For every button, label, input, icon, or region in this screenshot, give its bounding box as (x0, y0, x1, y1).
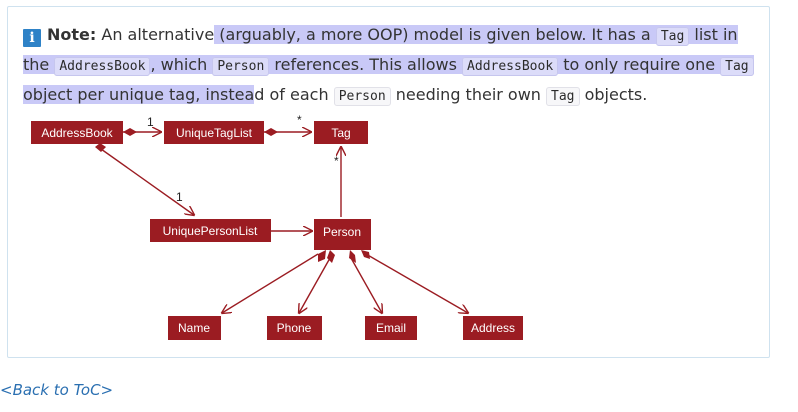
multiplicity-uniquetaglist-tag: * (297, 113, 302, 127)
class-label: Phone (277, 321, 312, 335)
composition-diamond (123, 128, 137, 136)
note-text-segment: to only require one (558, 55, 721, 74)
class-uniquetaglist: UniqueTagList (164, 121, 264, 144)
info-icon: i (23, 29, 41, 47)
class-phone: Phone (267, 316, 322, 340)
back-to-toc-link[interactable]: <Back to ToC> (0, 381, 114, 399)
association-uniquetaglist-tag (264, 128, 311, 136)
association-person-address (361, 250, 468, 313)
class-address: Address (463, 316, 523, 340)
note-text-segment: (arguably, a more OOP) model is given be… (214, 25, 656, 44)
class-person: Person (314, 219, 371, 250)
class-label: AddressBook (41, 126, 113, 140)
class-label: Address (471, 321, 515, 335)
composition-diamond (361, 250, 370, 259)
association-addressbook-uniquepersonlist (95, 143, 194, 215)
class-label: Person (323, 225, 361, 239)
association-person-name (222, 250, 326, 313)
note-text: i Note: An alternative (arguably, a more … (23, 21, 763, 111)
note-label: Note: (47, 25, 97, 44)
class-label: UniquePersonList (163, 224, 258, 238)
note-text-segment: object per unique tag, instea (23, 85, 255, 104)
class-tag: Tag (314, 121, 368, 144)
class-diagram: 1 * * 1 AddressBook UniqueTagList Tag Un… (31, 113, 523, 340)
class-label: UniqueTagList (176, 126, 253, 140)
note-text-segment: An alternative (101, 25, 215, 44)
class-email: Email (365, 316, 417, 340)
multiplicity-addressbook-uniquetaglist: 1 (147, 115, 154, 129)
inline-code-tag: Tag (720, 57, 754, 76)
note-text-segment: needing their own (390, 85, 547, 104)
composition-diamond (264, 128, 278, 136)
class-label: Tag (331, 126, 350, 140)
inline-code-person: Person (333, 87, 391, 106)
composition-diamond (349, 250, 356, 263)
inline-code-tag: Tag (655, 27, 690, 46)
class-label: Email (376, 321, 406, 335)
inline-code-addressbook: AddressBook (54, 57, 151, 76)
class-addressbook: AddressBook (31, 121, 123, 144)
class-label: Name (178, 321, 210, 335)
class-name: Name (168, 316, 221, 340)
note-text-segment: , which (150, 55, 213, 74)
note-text-segment: references. This allows (269, 55, 463, 74)
note-box: i Note: An alternative (arguably, a more … (7, 6, 770, 358)
inline-code-addressbook: AddressBook (462, 57, 559, 76)
inline-code-person: Person (212, 57, 270, 76)
multiplicity-person-tag: * (334, 154, 339, 168)
association-addressbook-uniquetaglist (123, 128, 161, 136)
association-person-email (349, 250, 382, 313)
note-text-segment: objects. (579, 85, 648, 104)
multiplicity-addressbook-uniquepersonlist: 1 (176, 190, 183, 204)
composition-diamond (318, 250, 326, 262)
note-text-segment: d of each (254, 85, 334, 104)
composition-diamond (327, 250, 335, 263)
composition-diamond (95, 143, 106, 152)
association-person-phone (299, 250, 335, 313)
inline-code-tag: Tag (546, 87, 580, 106)
class-uniquepersonlist: UniquePersonList (150, 219, 271, 242)
note-text-segment: list in the (23, 25, 738, 74)
